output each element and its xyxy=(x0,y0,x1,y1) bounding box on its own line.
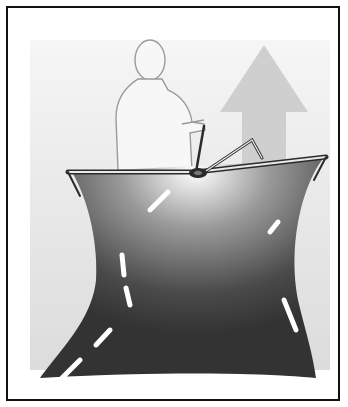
sling-hook-icon xyxy=(189,168,207,178)
